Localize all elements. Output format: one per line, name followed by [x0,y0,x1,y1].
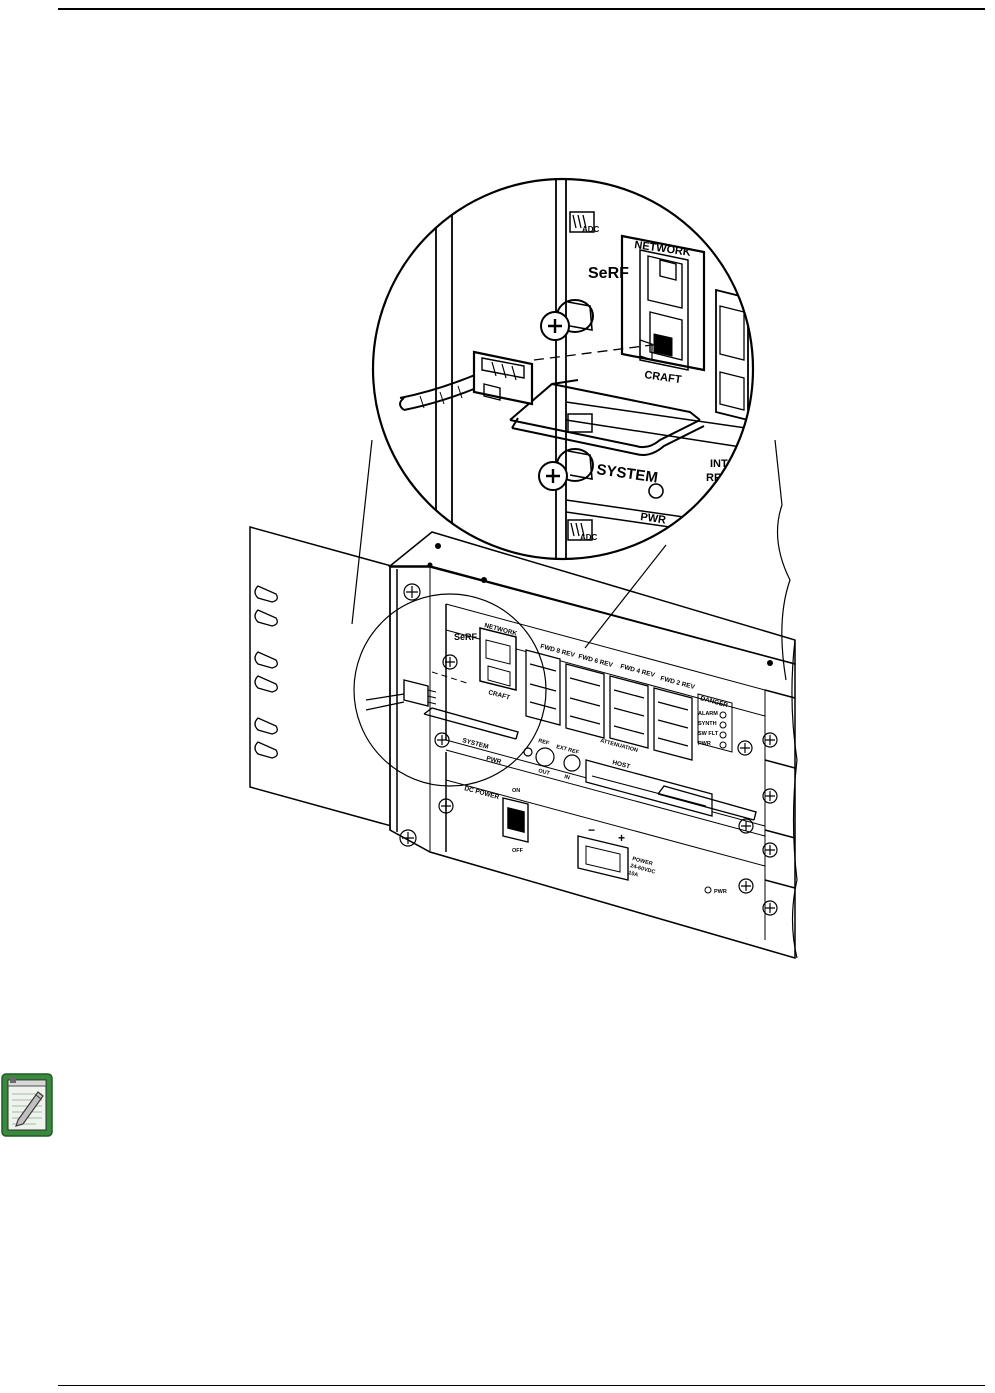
on-label: ON [512,788,520,794]
chassis-brand: SeRF [454,632,478,642]
minus-label: − [588,823,595,837]
equipment-figure: SeRF NETWORK CRAFT SYSTEM PWR FWD 8 REV … [0,0,995,1000]
zoom-logo-text: ADC [582,225,600,234]
status-led-swflt: SW FLT [698,731,719,737]
zoom-brand: SeRF [588,265,629,282]
zoom-logo-text-bottom: ADC [580,533,598,542]
footer-rule [58,1385,985,1386]
pwr-led-label: PWR [714,889,727,895]
off-label: OFF [512,848,524,854]
notepad-pencil-icon [0,1072,54,1138]
status-led-alarm: ALARM [698,711,718,717]
status-led-synth: SYNTH [698,721,717,727]
plus-label: + [618,831,625,845]
status-led-pwr: PWR [698,741,711,747]
